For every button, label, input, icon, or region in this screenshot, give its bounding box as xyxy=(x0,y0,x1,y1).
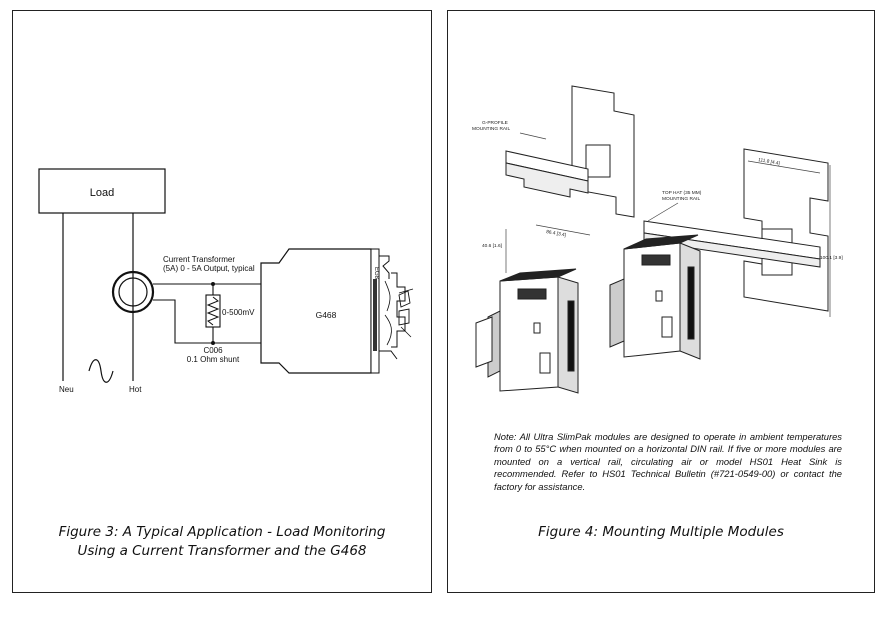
dim-line-width xyxy=(747,160,821,174)
mounting-modules-drawing: G-PROFILE MOUNTING RAIL TOP HAT (35 MM) … xyxy=(472,85,843,394)
gprofile-label-line2: MOUNTING RAIL xyxy=(472,126,510,132)
hot-label: Hot xyxy=(129,385,142,394)
resistor-zigzag-icon xyxy=(206,296,220,326)
dim-height-label: 100.1 [3.9] xyxy=(820,255,843,261)
ct-output-wire-bottom xyxy=(153,299,263,344)
dim-line-depth xyxy=(535,224,591,236)
load-label: Load xyxy=(90,187,114,199)
shunt-voltage-label: 0-500mV xyxy=(222,308,255,317)
figure-4-panel: G-PROFILE MOUNTING RAIL TOP HAT (35 MM) … xyxy=(447,10,875,593)
tophat-label-line1: TOP HAT (35 MM) xyxy=(662,190,702,196)
figure-3-panel: Load Neu Hot Current Transformer (5A) 0 … xyxy=(12,10,432,593)
shunt-part-label: C006 xyxy=(203,346,223,355)
ct-label-line2: (5A) 0 - 5A Output, typical xyxy=(163,264,255,273)
slimpak-module-front xyxy=(475,268,579,394)
module-label: G468 xyxy=(316,310,337,320)
dim-side-label: 40.6 [1.6] xyxy=(482,243,502,249)
shunt-desc-label: 0.1 Ohm shunt xyxy=(187,355,240,364)
load-box xyxy=(38,168,166,214)
dim-depth-label: 86.4 [3.4] xyxy=(546,229,567,238)
figure-3-caption: Figure 3: A Typical Application - Load M… xyxy=(13,523,431,561)
dim-width-label: 111.8 [4.4] xyxy=(758,157,781,167)
current-transformer-ring xyxy=(111,270,155,314)
neu-label: Neu xyxy=(59,385,74,394)
operating-note: Note: All Ultra SlimPak modules are desi… xyxy=(494,431,842,492)
ac-source-icon xyxy=(88,359,114,383)
tophat-label-line2: MOUNTING RAIL xyxy=(662,196,700,202)
caption-line-1: Figure 3: A Typical Application - Load M… xyxy=(58,524,386,540)
caption-line-2: Using a Current Transformer and the G468 xyxy=(77,543,367,559)
load-monitoring-diagram: Load Neu Hot Current Transformer (5A) 0 … xyxy=(38,168,414,394)
gprofile-label-line1: G-PROFILE xyxy=(482,120,508,126)
figure-4-caption: Figure 4: Mounting Multiple Modules xyxy=(538,524,784,540)
slimpak-module-back xyxy=(609,234,701,360)
ct-label-line1: Current Transformer xyxy=(163,255,235,264)
module-side-label: EG8 xyxy=(373,267,379,280)
din-rail xyxy=(391,272,406,348)
din-clip xyxy=(379,255,398,360)
